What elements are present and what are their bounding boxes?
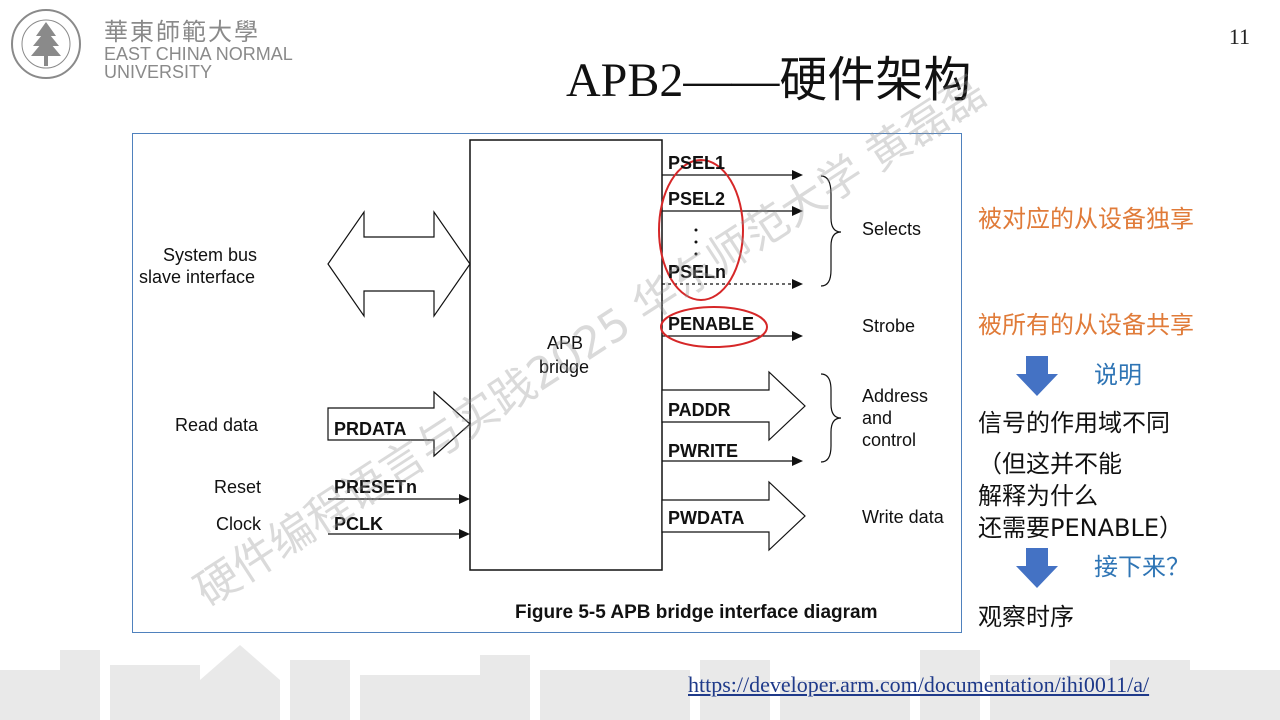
- selects-brace: [821, 176, 841, 286]
- penable-arrowhead: [792, 331, 803, 341]
- pwrite-signal: PWRITE: [668, 440, 738, 462]
- write-data-label: Write data: [862, 506, 944, 528]
- read-data-label: Read data: [175, 414, 258, 436]
- address-label: Address: [862, 385, 928, 407]
- university-name-en-line2: UNIVERSITY: [104, 62, 212, 83]
- university-logo: 華東師範大學 EAST CHINA NORMAL UNIVERSITY: [8, 6, 298, 82]
- scope-note: 信号的作用域不同: [978, 408, 1170, 438]
- down-arrow-icon: [1016, 356, 1058, 396]
- reference-link[interactable]: https://developer.arm.com/documentation/…: [688, 672, 1149, 698]
- university-name-cn: 華東師範大學: [104, 12, 260, 47]
- psel1-arrowhead: [792, 170, 803, 180]
- paren-note-line1: （但这并不能: [978, 449, 1122, 479]
- psel-note: 被对应的从设备独享: [978, 204, 1194, 234]
- pclk-signal: PCLK: [334, 513, 383, 535]
- psel2-arrowhead: [792, 206, 803, 216]
- explain-label: 说明: [1094, 360, 1142, 390]
- paren-note-line3: 还需要PENABLE）: [978, 513, 1183, 543]
- presetn-arrowhead: [459, 494, 470, 504]
- slave-interface-label: slave interface: [139, 266, 255, 288]
- university-logo-icon: [8, 6, 88, 82]
- system-bus-double-arrow: [328, 212, 470, 316]
- paren-note-line2: 解释为什么: [978, 481, 1098, 511]
- control-label: control: [862, 429, 916, 451]
- diagram-lines: [133, 134, 961, 632]
- pclk-arrowhead: [459, 529, 470, 539]
- reset-label: Reset: [214, 476, 261, 498]
- page-number: 11: [1229, 24, 1250, 50]
- pwrite-arrowhead: [792, 456, 803, 466]
- pseln-signal: PSELn: [668, 261, 726, 283]
- bridge-label-line1: APB: [547, 332, 583, 354]
- and-label: and: [862, 407, 892, 429]
- paddr-signal: PADDR: [668, 399, 731, 421]
- presetn-signal: PRESETn: [334, 476, 417, 498]
- psel1-signal: PSEL1: [668, 152, 725, 174]
- ellipsis-dot: [695, 241, 698, 244]
- psel2-signal: PSEL2: [668, 188, 725, 210]
- penable-signal: PENABLE: [668, 313, 754, 335]
- clock-label: Clock: [216, 513, 261, 535]
- bridge-label-line2: bridge: [539, 356, 589, 378]
- selects-label: Selects: [862, 218, 921, 240]
- slide-title: APB2——硬件架构: [566, 40, 971, 110]
- figure-caption: Figure 5-5 APB bridge interface diagram: [515, 602, 878, 624]
- prdata-signal: PRDATA: [334, 418, 406, 440]
- ellipsis-dot: [695, 253, 698, 256]
- observe-note: 观察时序: [978, 602, 1074, 632]
- down-arrow-icon: [1016, 548, 1058, 588]
- pwdata-signal: PWDATA: [668, 507, 744, 529]
- penable-note: 被所有的从设备共享: [978, 310, 1194, 340]
- apb-bridge-box: [470, 140, 662, 570]
- address-control-brace: [821, 374, 841, 462]
- next-label: 接下来？: [1094, 552, 1190, 582]
- strobe-label: Strobe: [862, 315, 915, 337]
- pseln-arrowhead: [792, 279, 803, 289]
- apb-bridge-diagram: System bus slave interface Read data Res…: [132, 133, 962, 633]
- ellipsis-dot: [695, 229, 698, 232]
- system-bus-label: System bus: [163, 244, 257, 266]
